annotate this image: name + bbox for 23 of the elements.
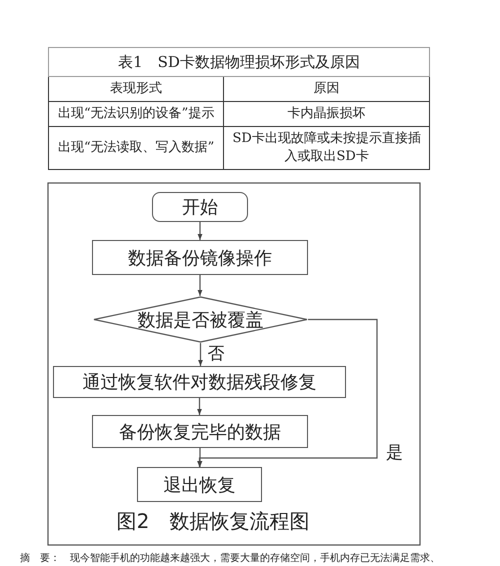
edge-label: 是 (385, 444, 404, 462)
decision-diamond: 数据是否被覆盖 (93, 296, 308, 343)
column-header: 原因 (224, 76, 430, 102)
table-title: 表1 SD卡数据物理损坏形式及原因 (48, 48, 430, 76)
table-cell: SD卡出现故障或未按提示直接插入或取出SD卡 (224, 126, 430, 170)
arrow (198, 275, 202, 296)
arrow (197, 398, 202, 415)
process-box: 退出恢复 (137, 467, 262, 502)
arrow (198, 448, 202, 467)
arrow (198, 222, 202, 240)
start-terminal: 开始 (152, 192, 248, 222)
figure-caption: 图2 数据恢复流程图 (116, 509, 310, 533)
table-cell: 出现“无法读取、写入数据” (48, 126, 224, 170)
table-cell: 出现“无法识别的设备”提示 (48, 102, 224, 126)
process-box: 通过恢复软件对数据残段修复 (53, 366, 346, 398)
process-box: 数据备份镜像操作 (92, 240, 308, 275)
abstract-text: 摘 要： 现今智能手机的功能越来越强大，需要大量的存储空间，手机内存已无法满足需求、 (20, 552, 440, 565)
process-box: 备份恢复完毕的数据 (92, 415, 308, 448)
column-header: 表现形式 (48, 76, 224, 102)
arrow (197, 318, 378, 467)
table-cell: 卡内晶振损坏 (224, 102, 430, 126)
edge-label: 否 (206, 345, 226, 363)
arrow (198, 343, 203, 366)
